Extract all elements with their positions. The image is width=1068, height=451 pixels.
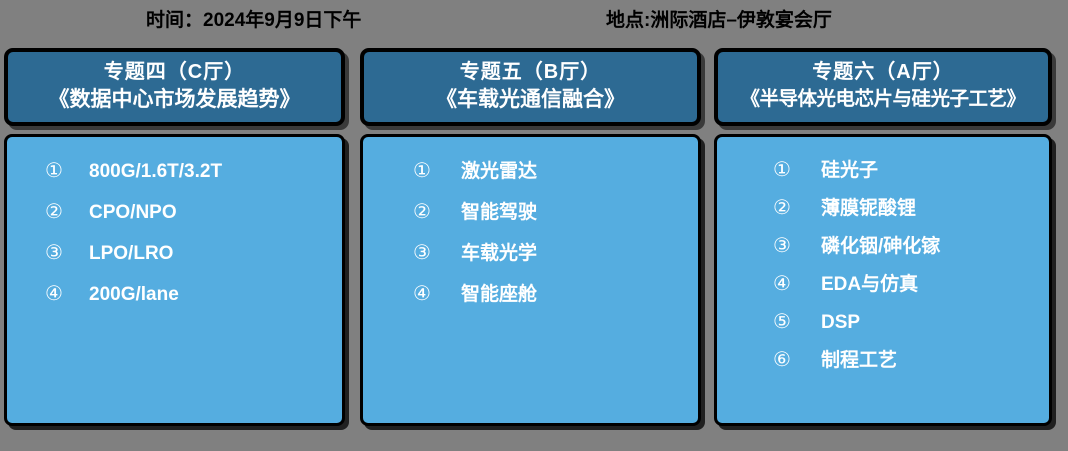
panel-subtitle: 《车载光通信融合》 xyxy=(436,88,625,111)
list-item[interactable]: ② 智能驾驶 xyxy=(363,192,698,233)
event-place-label: 地点:洲际酒店–伊敦宴会厅 xyxy=(606,10,832,31)
list-item-label: LPO/LRO xyxy=(89,243,174,264)
list-item-label: 智能座舱 xyxy=(461,284,538,305)
panel-header-topic-5: 专题五（B厅） 《车载光通信融合》 xyxy=(360,48,701,126)
list-item-number: ① xyxy=(45,160,63,182)
list-item-number: ② xyxy=(413,201,431,223)
list-item[interactable]: ③ LPO/LRO xyxy=(7,233,342,274)
list-item-label: 800G/1.6T/3.2T xyxy=(89,161,223,182)
list-item-label: 智能驾驶 xyxy=(461,202,538,223)
panel-title: 专题六（A厅） xyxy=(812,61,954,83)
panel-title: 专题四（C厅） xyxy=(103,61,246,83)
panel-title: 专题五（B厅） xyxy=(459,61,602,83)
list-item-label: EDA与仿真 xyxy=(821,274,919,295)
event-time-label: 时间：2024年9月9日下午 xyxy=(146,10,362,31)
panel-body-topic-5: ① 激光雷达 ② 智能驾驶 ③ 车载光学 ④ 智能座舱 xyxy=(360,134,701,426)
list-item-number: ⑥ xyxy=(773,349,791,371)
list-item-label: 车载光学 xyxy=(461,243,538,264)
list-item-number: ② xyxy=(45,201,63,223)
list-item[interactable]: ③ 车载光学 xyxy=(363,233,698,274)
list-item-label: 薄膜铌酸锂 xyxy=(821,198,917,219)
list-item[interactable]: ③ 磷化铟/砷化镓 xyxy=(717,227,1049,265)
list-item-number: ④ xyxy=(45,283,63,305)
list-item-label: 磷化铟/砷化镓 xyxy=(821,236,941,257)
session-panel-topic-6[interactable]: 专题六（A厅） 《半导体光电芯片与硅光子工艺》 ① 硅光子 ② 薄膜铌酸锂 ③ … xyxy=(714,48,1052,426)
list-item-number: ③ xyxy=(773,235,791,257)
panel-header-topic-6: 专题六（A厅） 《半导体光电芯片与硅光子工艺》 xyxy=(714,48,1052,126)
list-item[interactable]: ② CPO/NPO xyxy=(7,192,342,233)
list-item-label: CPO/NPO xyxy=(89,202,177,223)
panel-body-topic-4: ① 800G/1.6T/3.2T ② CPO/NPO ③ LPO/LRO ④ 2… xyxy=(4,134,345,426)
list-item-number: ④ xyxy=(773,273,791,295)
list-item-label: 制程工艺 xyxy=(821,350,898,371)
list-item[interactable]: ④ EDA与仿真 xyxy=(717,265,1049,303)
event-meta-row: 时间：2024年9月9日下午 地点:洲际酒店–伊敦宴会厅 xyxy=(0,0,1068,46)
session-panels: 专题四（C厅） 《数据中心市场发展趋势》 ① 800G/1.6T/3.2T ② … xyxy=(0,48,1068,451)
list-item-number: ② xyxy=(773,197,791,219)
list-item-label: DSP xyxy=(821,312,861,333)
panel-body-topic-6: ① 硅光子 ② 薄膜铌酸锂 ③ 磷化铟/砷化镓 ④ EDA与仿真 ⑤ DSP ⑥… xyxy=(714,134,1052,426)
list-item[interactable]: ② 薄膜铌酸锂 xyxy=(717,189,1049,227)
list-item[interactable]: ④ 智能座舱 xyxy=(363,274,698,315)
session-panel-topic-4[interactable]: 专题四（C厅） 《数据中心市场发展趋势》 ① 800G/1.6T/3.2T ② … xyxy=(4,48,345,426)
list-item[interactable]: ① 800G/1.6T/3.2T xyxy=(7,151,342,192)
panel-subtitle: 《数据中心市场发展趋势》 xyxy=(48,88,301,111)
list-item-number: ③ xyxy=(45,242,63,264)
list-item[interactable]: ① 激光雷达 xyxy=(363,151,698,192)
list-item[interactable]: ⑤ DSP xyxy=(717,303,1049,341)
session-panel-topic-5[interactable]: 专题五（B厅） 《车载光通信融合》 ① 激光雷达 ② 智能驾驶 ③ 车载光学 ④… xyxy=(360,48,701,426)
list-item-label: 激光雷达 xyxy=(461,161,538,182)
list-item-number: ⑤ xyxy=(773,311,791,333)
list-item-label: 200G/lane xyxy=(89,284,179,305)
list-item-number: ① xyxy=(773,159,791,181)
list-item-number: ④ xyxy=(413,283,431,305)
panel-header-topic-4: 专题四（C厅） 《数据中心市场发展趋势》 xyxy=(4,48,345,126)
list-item-label: 硅光子 xyxy=(821,160,879,181)
list-item[interactable]: ④ 200G/lane xyxy=(7,274,342,315)
list-item-number: ③ xyxy=(413,242,431,264)
list-item-number: ① xyxy=(413,160,431,182)
list-item[interactable]: ① 硅光子 xyxy=(717,151,1049,189)
panel-subtitle: 《半导体光电芯片与硅光子工艺》 xyxy=(740,88,1026,110)
list-item[interactable]: ⑥ 制程工艺 xyxy=(717,341,1049,379)
